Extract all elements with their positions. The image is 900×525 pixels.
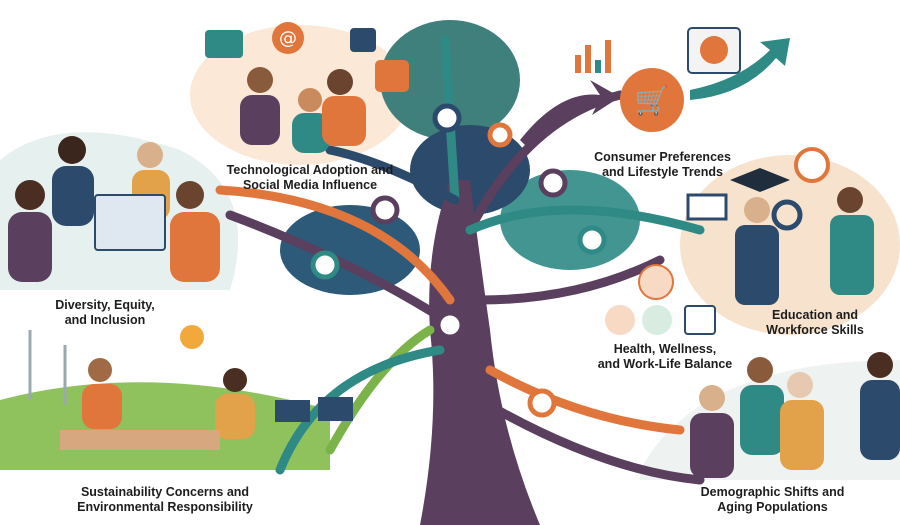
heart-icon	[375, 60, 409, 92]
label-tech: Technological Adoption and Social Media …	[205, 163, 415, 193]
label-line: Sustainability Concerns and	[80, 485, 250, 499]
heartbeat-icon	[638, 264, 674, 300]
at-sign-icon	[272, 22, 304, 54]
solar-panel-icon	[275, 397, 353, 422]
label-diversity: Diversity, Equity, and Inclusion	[20, 298, 190, 328]
tree-trunk	[420, 180, 540, 525]
home-icon	[642, 305, 672, 335]
heart-wellness-icon	[605, 305, 635, 335]
sustainability-ground	[0, 382, 330, 470]
bar-chart-icon	[575, 40, 611, 73]
svg-text:@: @	[279, 28, 297, 49]
label-sustainability: Sustainability Concerns and Environmenta…	[60, 485, 270, 515]
label-line: Consumer Preferences	[594, 150, 731, 164]
sun-icon	[180, 325, 204, 349]
label-line: Demographic Shifts and	[700, 485, 845, 499]
label-line: Environmental Responsibility	[77, 500, 253, 514]
shopping-cart-icon	[620, 68, 684, 132]
book-icon	[686, 193, 728, 221]
label-education: Education and Workforce Skills	[740, 308, 890, 338]
label-line: Health, Wellness,	[613, 342, 717, 356]
growth-arrow-icon	[520, 80, 620, 150]
label-line: Diversity, Equity,	[55, 298, 155, 312]
label-line: Technological Adoption and	[226, 163, 394, 177]
pie-icon-education	[794, 147, 830, 183]
people-figures	[8, 67, 900, 478]
label-line: and Inclusion	[64, 313, 146, 327]
label-line: Education and	[771, 308, 859, 322]
label-line: Aging Populations	[717, 500, 828, 514]
label-health: Health, Wellness, and Work-Life Balance	[585, 342, 745, 372]
calendar-icon	[684, 305, 716, 335]
branch-nodes	[310, 103, 607, 418]
label-line: Workforce Skills	[766, 323, 864, 337]
label-line: and Lifestyle Trends	[602, 165, 723, 179]
label-demographic: Demographic Shifts and Aging Populations	[680, 485, 865, 515]
chat-icon	[205, 30, 243, 58]
graduation-cap-icon	[730, 168, 790, 192]
tree-branches	[215, 35, 705, 485]
gear-icon	[771, 199, 803, 231]
label-line: Social Media Influence	[242, 178, 378, 192]
svg-text:🛒: 🛒	[635, 84, 670, 117]
wind-turbine-icon	[28, 330, 67, 405]
label-line: and Work-Life Balance	[597, 357, 733, 371]
trend-arrow-icon	[690, 38, 790, 100]
thumbs-up-icon	[350, 28, 376, 52]
label-consumer: Consumer Preferences and Lifestyle Trend…	[575, 150, 750, 180]
